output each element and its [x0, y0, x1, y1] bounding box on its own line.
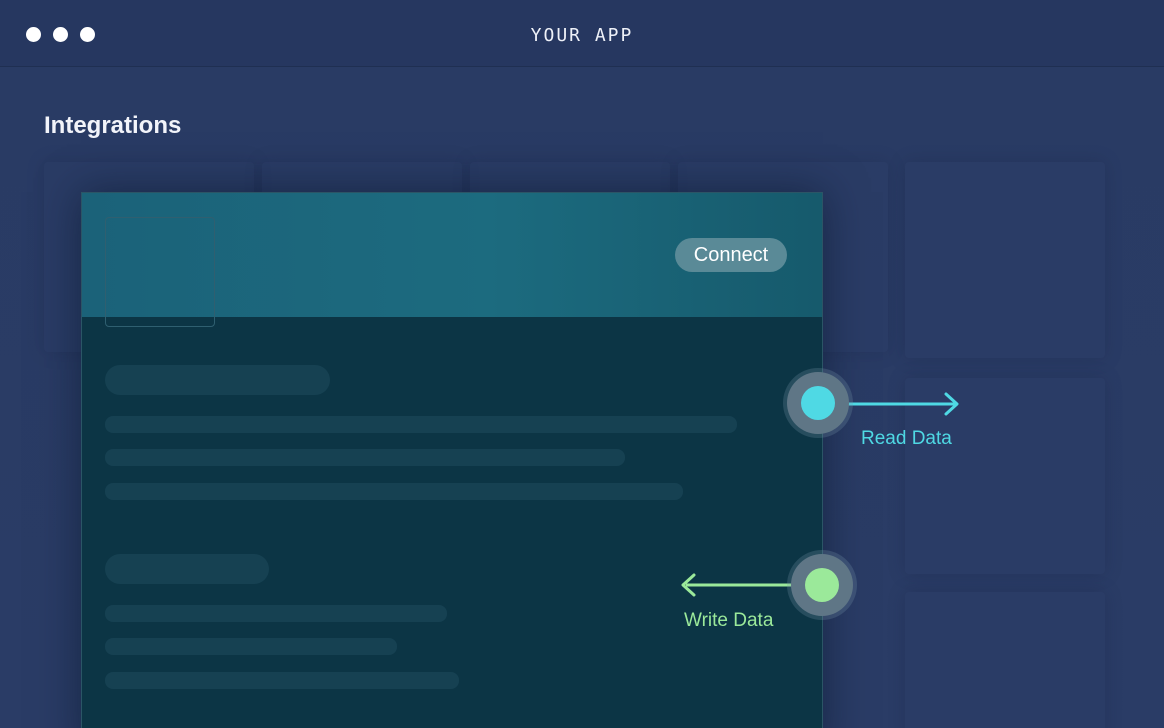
- skeleton-line: [105, 605, 447, 622]
- skeleton-heading: [105, 365, 330, 395]
- read-node-dot: [801, 386, 835, 420]
- app-title: YOUR APP: [530, 25, 634, 46]
- write-node-dot: [805, 568, 839, 602]
- read-data-node: [787, 372, 849, 434]
- window-maximize-dot[interactable]: [80, 27, 95, 42]
- read-data-label: Read Data: [861, 428, 952, 449]
- window-close-dot[interactable]: [26, 27, 41, 42]
- integration-card[interactable]: Connect: [81, 192, 823, 728]
- integration-logo-placeholder: [105, 217, 215, 327]
- skeleton-line: [105, 416, 737, 433]
- background-tile: [905, 592, 1105, 728]
- connect-button[interactable]: Connect: [675, 238, 787, 272]
- skeleton-line: [105, 449, 625, 466]
- background-tile: [905, 378, 1105, 574]
- skeleton-heading: [105, 554, 269, 584]
- window-minimize-dot[interactable]: [53, 27, 68, 42]
- write-data-node: [791, 554, 853, 616]
- skeleton-line: [105, 638, 397, 655]
- page-title: Integrations: [44, 112, 182, 139]
- skeleton-line: [105, 672, 459, 689]
- background-tile: [905, 162, 1105, 358]
- skeleton-line: [105, 483, 683, 500]
- title-bar: YOUR APP: [0, 0, 1164, 67]
- write-data-label: Write Data: [684, 610, 774, 631]
- read-arrow-icon: [830, 392, 959, 416]
